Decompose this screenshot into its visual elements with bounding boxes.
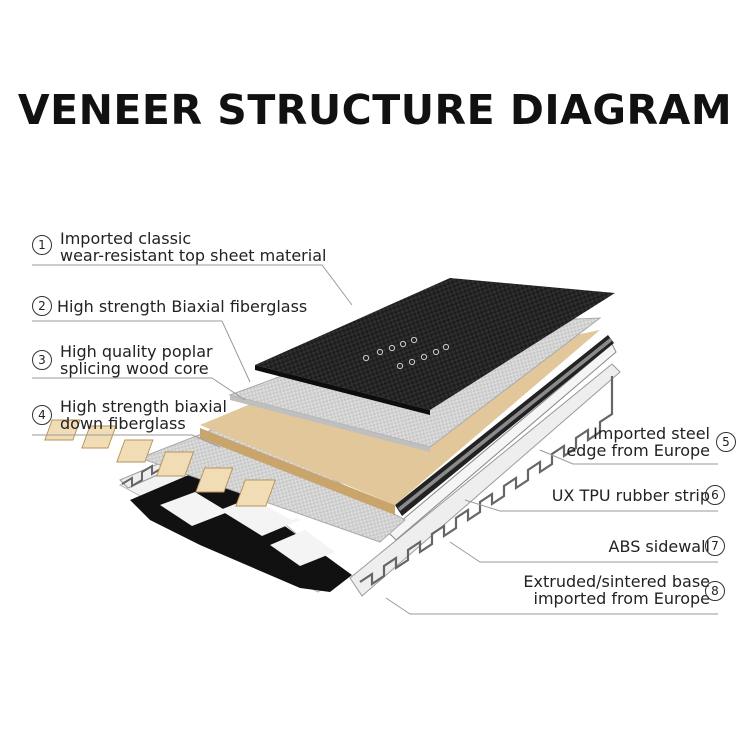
label-7-line1: ABS sidewall — [609, 538, 710, 555]
callout-number-5: 5 — [716, 432, 736, 452]
label-5-line1: Imported steel — [593, 425, 710, 442]
label-3-line1: High quality poplar — [60, 343, 213, 360]
callout-number-3: 3 — [32, 350, 52, 370]
label-4-line1: High strength biaxial — [60, 398, 227, 415]
label-6-line1: UX TPU rubber strip — [552, 487, 710, 504]
callout-number-1: 1 — [32, 235, 52, 255]
callout-number-4: 4 — [32, 405, 52, 425]
label-8-line2: imported from Europe — [534, 590, 711, 607]
callout-number-2: 2 — [32, 296, 52, 316]
label-5-line2: edge from Europe — [566, 442, 710, 459]
callout-number-6: 6 — [705, 485, 725, 505]
label-1-line2: wear-resistant top sheet material — [60, 247, 326, 264]
label-4-line2: down fiberglass — [60, 415, 186, 432]
callout-number-7: 7 — [705, 536, 725, 556]
label-1-line1: Imported classic — [60, 230, 191, 247]
label-2-line1: High strength Biaxial fiberglass — [57, 298, 307, 315]
label-8-line1: Extruded/sintered base — [523, 573, 710, 590]
callout-number-8: 8 — [705, 581, 725, 601]
label-3-line2: splicing wood core — [60, 360, 209, 377]
